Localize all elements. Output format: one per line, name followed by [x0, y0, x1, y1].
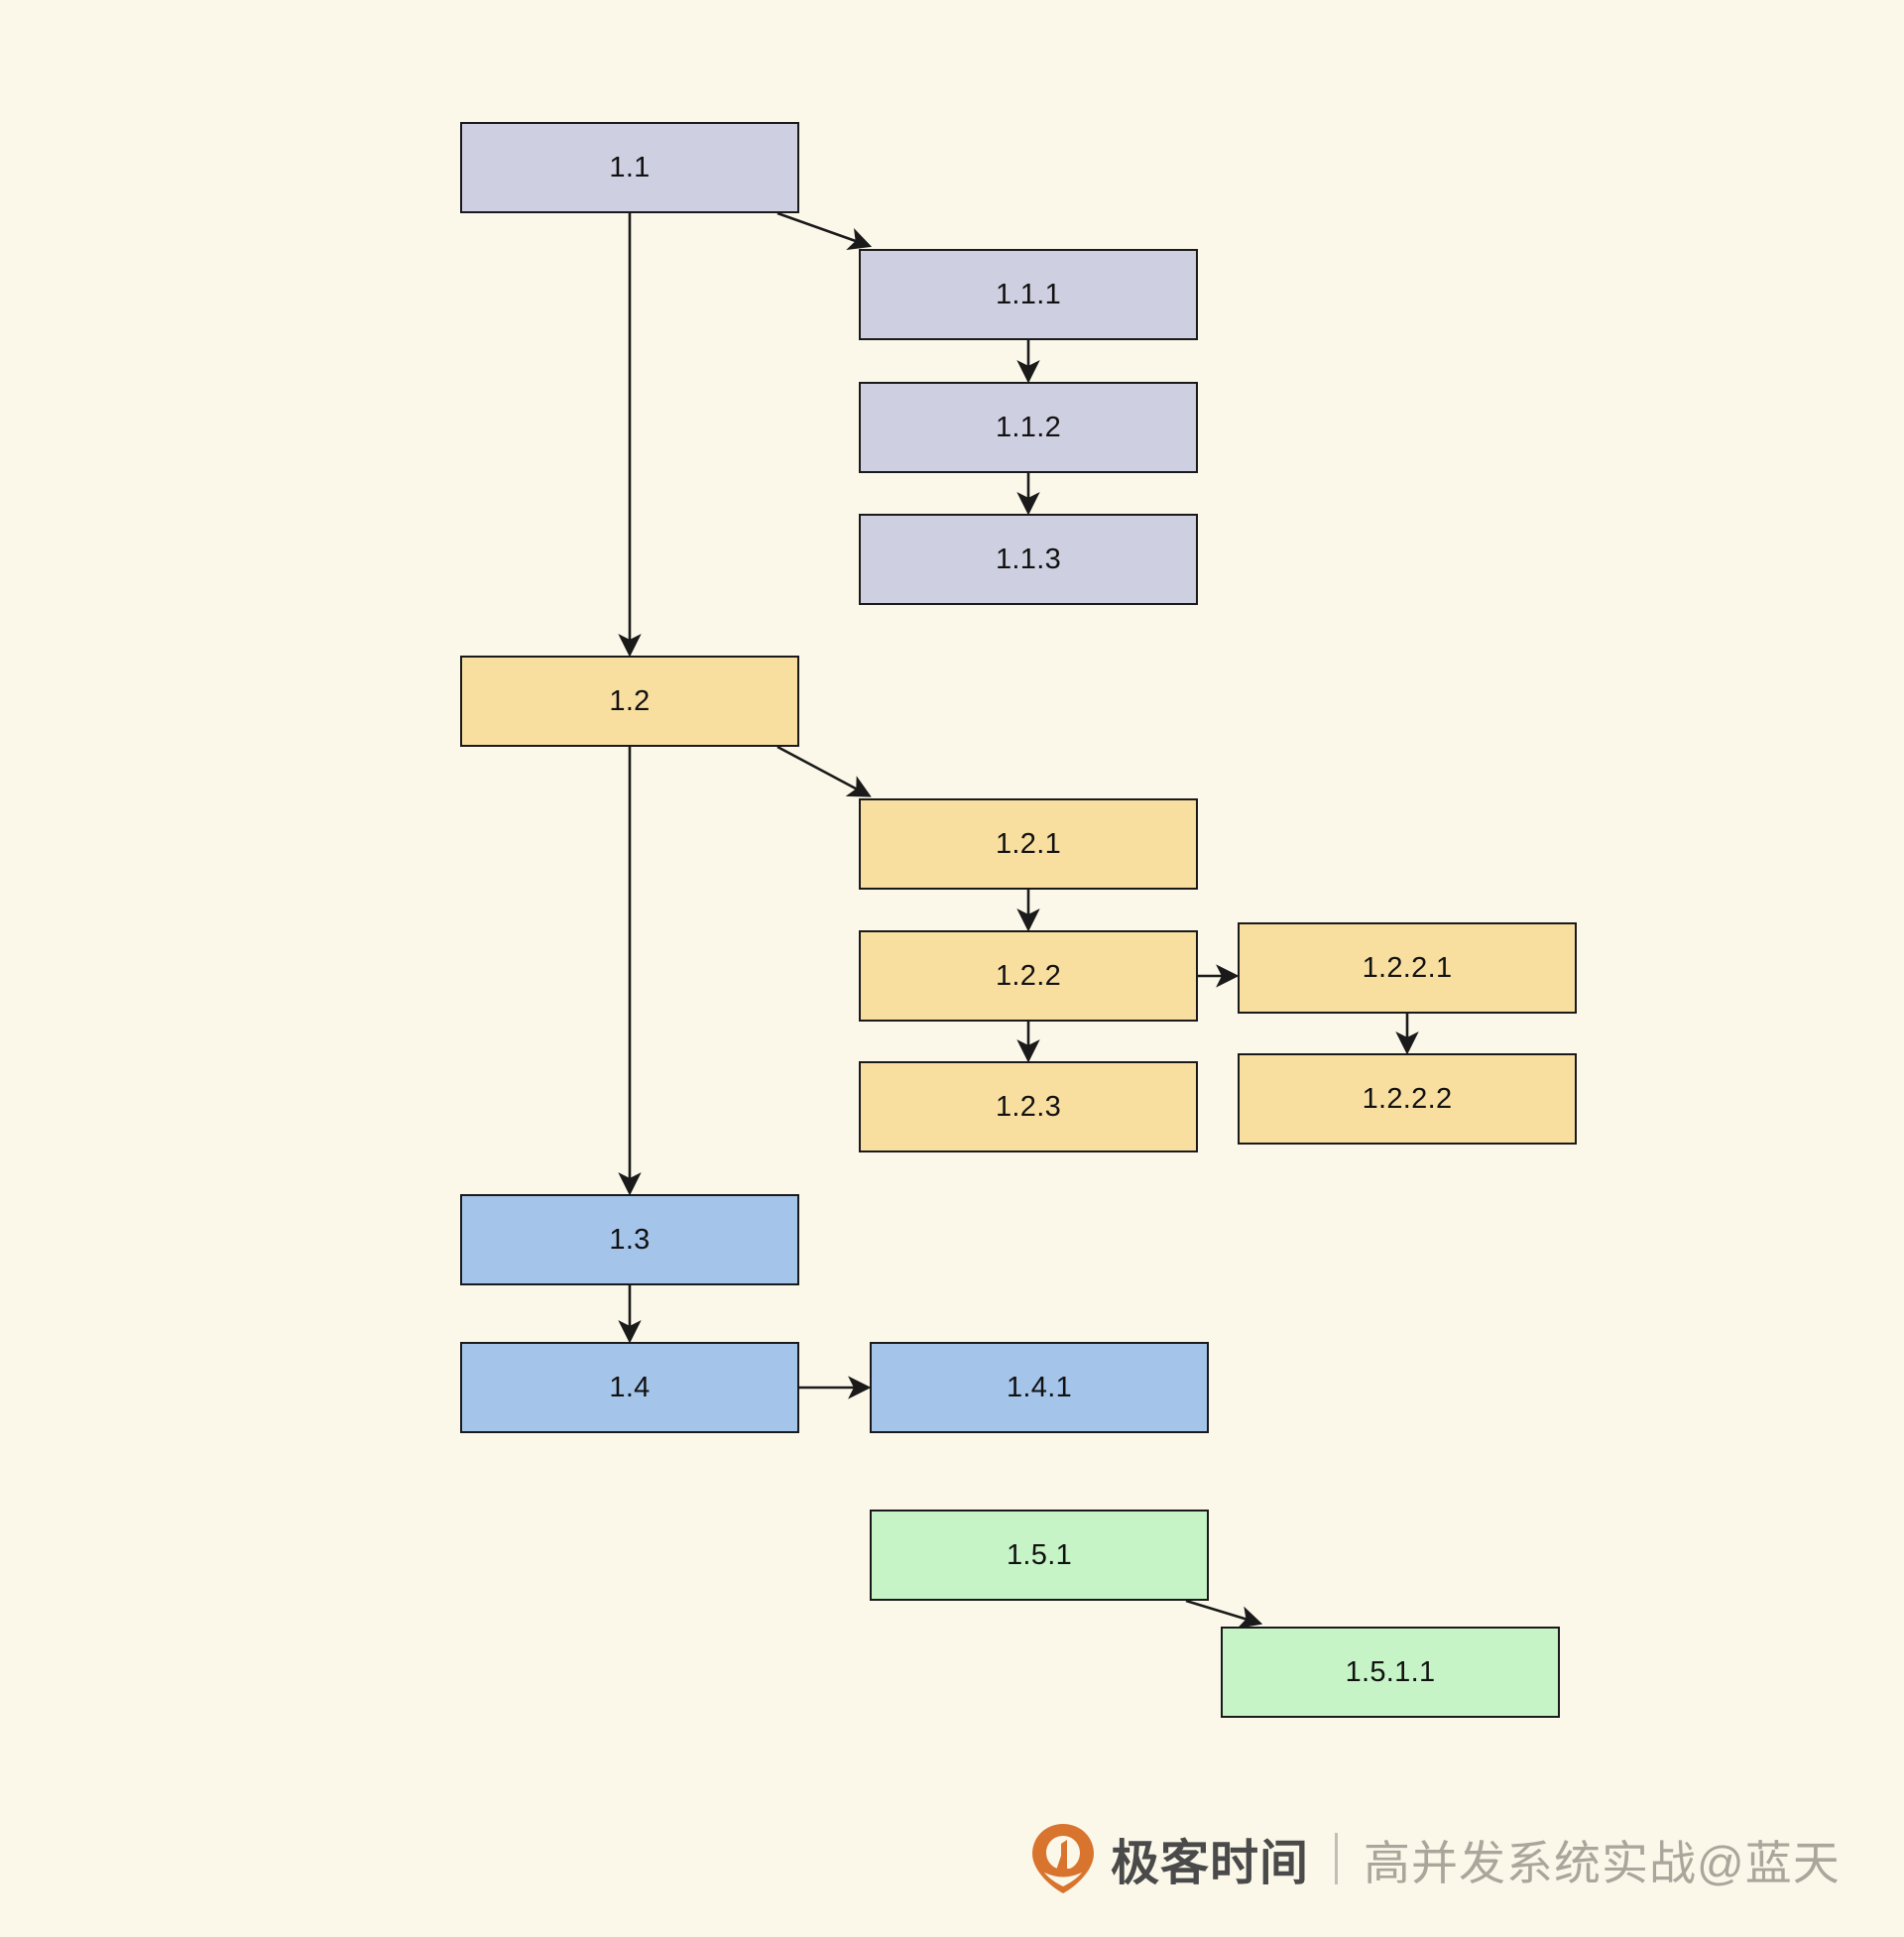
node-label: 1.1.3	[996, 543, 1061, 575]
node-label: 1.2	[609, 684, 651, 717]
node-label: 1.3	[609, 1223, 651, 1256]
edge-1.5.1-to-1.5.1.1	[1185, 1599, 1263, 1629]
watermark-divider	[1335, 1833, 1339, 1884]
node-1.4.1[interactable]: 1.4.1	[870, 1342, 1209, 1433]
edge-1.2-to-1.2.1	[776, 745, 872, 797]
node-label: 1.1.1	[996, 278, 1061, 310]
node-1.5.1.1[interactable]: 1.5.1.1	[1221, 1627, 1560, 1718]
node-label: 1.5.1.1	[1345, 1655, 1436, 1688]
node-1.2.1[interactable]: 1.2.1	[859, 798, 1198, 890]
node-1.1.3[interactable]: 1.1.3	[859, 514, 1198, 605]
node-1.2.2[interactable]: 1.2.2	[859, 930, 1198, 1022]
node-1.1.1[interactable]: 1.1.1	[859, 249, 1198, 340]
node-label: 1.2.2.2	[1362, 1082, 1453, 1115]
node-label: 1.2.2	[996, 959, 1061, 992]
node-1.2.3[interactable]: 1.2.3	[859, 1061, 1198, 1152]
node-1.4[interactable]: 1.4	[460, 1342, 799, 1433]
node-1.1[interactable]: 1.1	[460, 122, 799, 213]
node-label: 1.4.1	[1007, 1371, 1072, 1403]
watermark: 极客时间 高并发系统实战@蓝天	[1031, 1813, 1841, 1904]
node-1.2.2.2[interactable]: 1.2.2.2	[1238, 1053, 1577, 1145]
watermark-brand: 极客时间	[1111, 1836, 1310, 1890]
node-label: 1.2.2.1	[1362, 951, 1453, 984]
node-1.2.2.1[interactable]: 1.2.2.1	[1238, 922, 1577, 1014]
watermark-course: 高并发系统实战@蓝天	[1364, 1836, 1841, 1889]
node-1.1.2[interactable]: 1.1.2	[859, 382, 1198, 473]
node-label: 1.5.1	[1007, 1538, 1072, 1571]
node-label: 1.4	[609, 1371, 651, 1403]
node-1.5.1[interactable]: 1.5.1	[870, 1510, 1209, 1601]
edge-1.1-to-1.1.1	[776, 211, 873, 251]
node-1.3[interactable]: 1.3	[460, 1194, 799, 1285]
geekbang-pin-logo-icon	[1032, 1824, 1094, 1893]
node-label: 1.2.3	[996, 1090, 1061, 1123]
node-label: 1.2.1	[996, 827, 1061, 860]
node-1.2[interactable]: 1.2	[460, 656, 799, 747]
node-label: 1.1	[609, 151, 651, 183]
node-label: 1.1.2	[996, 411, 1061, 443]
